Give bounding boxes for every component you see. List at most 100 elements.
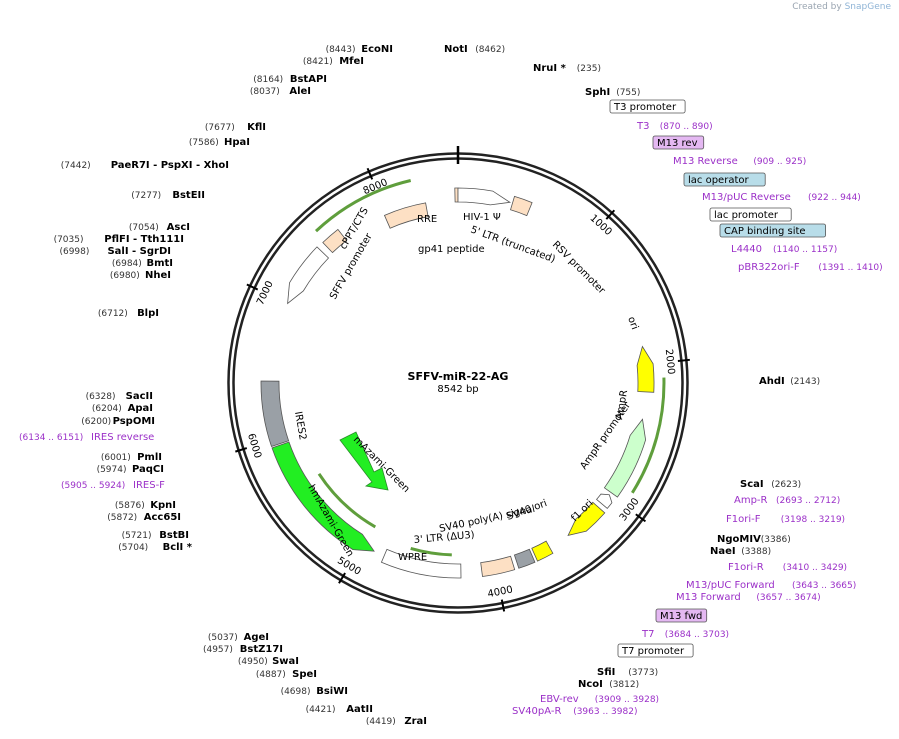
enzyme-ngomiv-position: (3386) [761,535,791,545]
enzyme-sali-sgrdi-label: SalI - SgrDI [107,246,171,257]
enzyme-ncoi-label: NcoI [578,679,603,690]
enzyme-paer7i-pspxi-xhoi-label: PaeR7I - PspXI - XhoI [111,160,229,171]
feature-ires2 [260,380,290,448]
enzyme-blpi-position: (6712) [98,309,128,319]
feature-label-sv40pa-r-range: (3963 .. 3982) [573,707,637,717]
enzyme-pspomi-position: (6200) [81,417,111,427]
enzyme-bstbi-position: (5721) [122,531,152,541]
enzyme-mfei-label: MfeI [339,56,364,67]
enzyme-scai-position: (2623) [771,480,801,490]
feature-label-m13-reverse-range: (909 .. 925) [753,157,806,167]
feature-hiv-psi [454,187,459,203]
enzyme-ahdi-position: (2143) [790,377,820,387]
enzyme-bsteii-position: (7277) [131,191,161,201]
inner-label-gp41-peptide: gp41 peptide [418,244,485,255]
feature-wpre [380,548,462,579]
enzyme-naei-label: NaeI [710,546,736,557]
feature-rre [383,202,429,229]
ruler-label: 4000 [487,584,514,600]
ruler-label: 3000 [618,496,642,523]
enzyme-pspomi-label: PspOMI [113,416,155,427]
enzyme-acc65i-label: Acc65I [144,512,181,523]
feature-3-ltr [480,555,516,577]
inner-label-ori: ori [625,315,640,331]
enzyme-sphi-position: (755) [616,88,640,98]
enzyme-bstz17i-label: BstZ17I [240,644,283,655]
snapgene-credit: Created by SnapGene [792,2,891,12]
enzyme-noti-label: NotI [444,44,468,55]
ruler-tick [366,167,374,180]
enzyme-nrui-position: (235) [577,64,601,74]
feature-f1-ori [567,501,606,536]
orf-wpre [410,546,452,557]
enzyme-bstapi-label: BstAPI [290,74,327,85]
feature-mazami-green [339,431,389,491]
enzyme-sphi-label: SphI [585,87,610,98]
feature-label-m13-puc-reverse: M13/pUC Reverse [702,192,791,203]
feature-label-t7-promoter: T7 promoter [621,646,685,657]
credit-brand: SnapGene [844,2,891,12]
enzyme-pflfi-tth111i-position: (7035) [54,235,84,245]
enzyme-scai-label: ScaI [740,479,764,490]
enzyme-zrai-label: ZraI [404,716,427,727]
enzyme-mfei-position: (8421) [303,57,333,67]
feature-label-lac-operator-box [683,172,766,187]
enzyme-pmli-label: PmlI [137,452,162,463]
feature-label-t3-promoter: T3 promoter [613,102,677,113]
feature-label-cap-binding-site: CAP binding site [724,226,806,237]
feature-label-ebv-rev-range: (3909 .. 3928) [595,695,659,705]
inner-label-rsv-promoter: RSV promoter [550,239,608,297]
enzyme-nhei-label: NheI [145,270,171,281]
enzyme-hpai-position: (7586) [189,138,219,148]
enzyme-bsteii-label: BstEII [172,190,205,201]
enzyme-asci-label: AscI [167,222,190,233]
inner-label-sv40-poly-a-signal: SV40 poly(A) signal [438,504,536,535]
feature-label-ires-f-range: (5905 .. 5924) [61,481,125,491]
enzyme-econi-position: (8443) [326,45,356,55]
feature-label-ebv-rev: EBV-rev [540,694,579,705]
feature-label-f1ori-f: F1ori-F [726,514,761,525]
enzyme-sfii-position: (3773) [628,668,658,678]
feature-label-f1ori-r-range: (3410 .. 3429) [783,563,847,573]
enzyme-swai-position: (4950) [238,657,268,667]
enzyme-bstapi-position: (8164) [253,75,283,85]
inner-label-rre: RRE [417,214,437,225]
enzyme-alei-label: AleI [289,86,311,97]
enzyme-asci-position: (7054) [129,223,159,233]
enzyme-zrai-position: (4419) [366,717,396,727]
feature-label-amp-r: Amp-R [734,495,768,506]
inner-label-hmazami-green: hmAzami-Green [305,483,355,559]
ruler-tick [677,358,690,363]
feature-sffv-promoter [287,246,330,305]
inner-label-hiv-1: HIV-1 Ψ [463,212,501,223]
enzyme-aatii-position: (4421) [306,705,336,715]
enzyme-kfli-position: (7677) [205,123,235,133]
feature-label-t7-range: (3684 .. 3703) [665,630,729,640]
feature-sv40-polya [513,548,536,569]
enzyme-swai-label: SwaI [272,656,299,667]
feature-label-m13-fwd: M13 fwd [660,611,702,622]
enzyme-bsiwi-position: (4698) [281,687,311,697]
enzyme-econi-label: EcoNI [361,44,393,55]
feature-label-l4440: L4440 [731,244,762,255]
feature-label-cap-binding-site-box [719,223,826,238]
enzyme-hpai-label: HpaI [224,137,250,148]
enzyme-agei-position: (5037) [208,633,238,643]
feature-label-m13-rev-box [652,135,705,150]
enzyme-nrui-label: NruI * [533,63,567,74]
feature-label-pbr322ori-f: pBR322ori-F [738,262,800,273]
enzyme-sacii-position: (6328) [86,392,116,402]
enzyme-acc65i-position: (5872) [107,513,137,523]
ruler-tick [635,513,647,523]
feature-label-m13-forward: M13 Forward [676,592,741,603]
enzyme-kpni-label: KpnI [150,500,176,511]
feature-label-pbr322ori-f-range: (1391 .. 1410) [818,263,882,273]
enzyme-bmti-position: (6984) [112,259,142,269]
enzyme-agei-label: AgeI [244,632,269,643]
enzyme-nhei-position: (6980) [110,271,140,281]
enzyme-bstz17i-position: (4957) [203,645,233,655]
enzyme-bcli-label: BclI * [163,542,193,553]
enzyme-ngomiv-label: NgoMIV [717,534,761,545]
enzyme-ahdi-label: AhdI [759,376,785,387]
